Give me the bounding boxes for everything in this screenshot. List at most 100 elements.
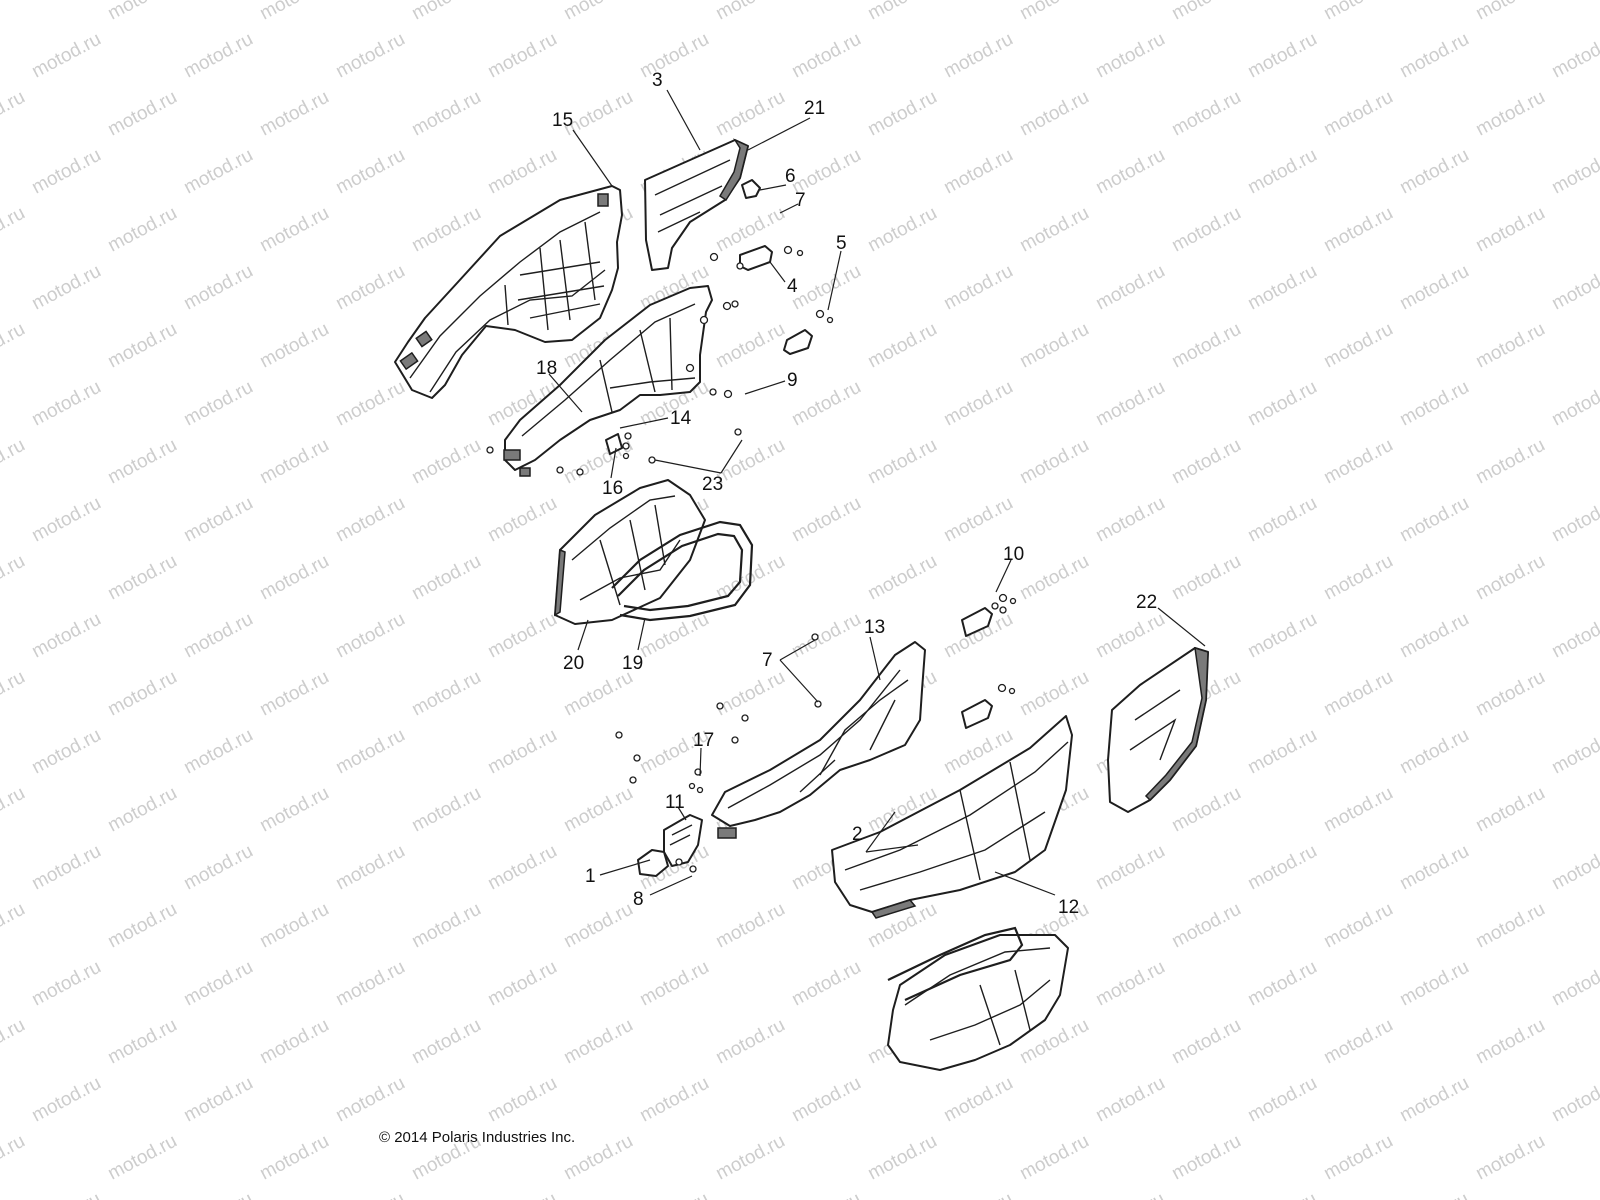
callout-15: 15	[552, 110, 573, 131]
watermark-text: motod.ru	[1548, 841, 1600, 895]
callout-5: 5	[836, 233, 847, 254]
watermark-text: motod.ru	[1168, 435, 1244, 489]
watermark-text: motod.ru	[256, 87, 332, 141]
watermark-text: motod.ru	[1320, 551, 1396, 605]
watermark-text: motod.ru	[28, 145, 104, 199]
callout-16: 16	[602, 478, 623, 499]
watermark-text: motod.ru	[256, 203, 332, 257]
watermark-text: motod.ru	[408, 899, 484, 953]
watermark-text: motod.ru	[1016, 1131, 1092, 1185]
watermark-text: motod.ru	[1092, 957, 1168, 1011]
watermark-text: motod.ru	[28, 1189, 104, 1200]
watermark-text: motod.ru	[28, 841, 104, 895]
watermark-text: motod.ru	[408, 203, 484, 257]
watermark-text: motod.ru	[180, 1073, 256, 1127]
watermark-text: motod.ru	[712, 1015, 788, 1069]
watermark-text: motod.ru	[408, 435, 484, 489]
watermark-text: motod.ru	[332, 957, 408, 1011]
watermark-text: motod.ru	[1244, 1073, 1320, 1127]
watermark-text: motod.ru	[104, 0, 180, 24]
watermark-text: motod.ru	[1016, 319, 1092, 373]
watermark-text: motod.ru	[1016, 435, 1092, 489]
watermark-text: motod.ru	[1244, 377, 1320, 431]
callout-10: 10	[1003, 544, 1024, 565]
watermark-text: motod.ru	[408, 667, 484, 721]
callout-6: 6	[785, 166, 796, 187]
watermark-text: motod.ru	[1396, 957, 1472, 1011]
watermark-text: motod.ru	[104, 319, 180, 373]
watermark-text: motod.ru	[408, 783, 484, 837]
watermark-text: motod.ru	[788, 1073, 864, 1127]
watermark-text: motod.ru	[788, 957, 864, 1011]
watermark-text: motod.ru	[0, 435, 29, 489]
watermark-text: motod.ru	[1320, 667, 1396, 721]
watermark-text: motod.ru	[940, 145, 1016, 199]
watermark-text: motod.ru	[28, 957, 104, 1011]
watermark-text: motod.ru	[864, 551, 940, 605]
watermark-text: motod.ru	[712, 0, 788, 24]
watermark-text: motod.ru	[864, 1131, 940, 1185]
callout-7b: 7	[762, 650, 773, 671]
watermark-text: motod.ru	[0, 551, 29, 605]
watermark-text: motod.ru	[104, 667, 180, 721]
watermark-text: motod.ru	[180, 29, 256, 83]
watermark-text: motod.ru	[1244, 145, 1320, 199]
callout-12: 12	[1058, 897, 1079, 918]
watermark-text: motod.ru	[256, 783, 332, 837]
watermark-text: motod.ru	[1472, 551, 1548, 605]
watermark-text: motod.ru	[1396, 1073, 1472, 1127]
watermark-text: motod.ru	[1244, 261, 1320, 315]
leader-lines	[548, 89, 1206, 896]
watermark-text: motod.ru	[1320, 1131, 1396, 1185]
watermark-text: motod.ru	[1472, 1015, 1548, 1069]
watermark-text: motod.ru	[332, 841, 408, 895]
watermark-text: motod.ru	[1548, 957, 1600, 1011]
watermark-text: motod.ru	[332, 145, 408, 199]
watermark-text: motod.ru	[940, 261, 1016, 315]
watermark-text: motod.ru	[484, 145, 560, 199]
watermark-text: motod.ru	[180, 261, 256, 315]
watermark-text: motod.ru	[712, 319, 788, 373]
watermark-text: motod.ru	[1472, 203, 1548, 257]
watermark-text: motod.ru	[1320, 435, 1396, 489]
watermark-text: motod.ru	[864, 87, 940, 141]
watermark-text: motod.ru	[940, 1189, 1016, 1200]
watermark-text: motod.ru	[256, 0, 332, 24]
watermark-text: motod.ru	[1548, 1073, 1600, 1127]
watermark-text: motod.ru	[28, 725, 104, 779]
watermark-text: motod.ru	[636, 1073, 712, 1127]
watermark-text: motod.ru	[864, 319, 940, 373]
watermark-text: motod.ru	[560, 899, 636, 953]
upper-door-tube-icon	[611, 520, 754, 622]
watermark-text: motod.ru	[1092, 493, 1168, 547]
watermark-text: motod.ru	[1244, 1189, 1320, 1200]
watermark-text: motod.ru	[1320, 0, 1396, 24]
watermark-text: motod.ru	[788, 493, 864, 547]
callout-3: 3	[652, 70, 663, 91]
watermark-text: motod.ru	[1548, 29, 1600, 83]
watermark-text: motod.ru	[1092, 1073, 1168, 1127]
watermark-text: motod.ru	[788, 29, 864, 83]
watermark-text: motod.ru	[1396, 493, 1472, 547]
watermark-text: motod.ru	[256, 1015, 332, 1069]
watermark-text: motod.ru	[1244, 957, 1320, 1011]
watermark-text: motod.ru	[0, 783, 29, 837]
watermark-text: motod.ru	[1244, 609, 1320, 663]
callout-9: 9	[787, 370, 798, 391]
watermark-text: motod.ru	[0, 899, 29, 953]
watermark-text: motod.ru	[408, 0, 484, 24]
watermark-text: motod.ru	[1168, 203, 1244, 257]
watermark-text: motod.ru	[560, 0, 636, 24]
watermark-text: motod.ru	[1548, 377, 1600, 431]
watermark-text: motod.ru	[256, 435, 332, 489]
hinge-icon	[961, 607, 993, 729]
watermark-text: motod.ru	[1472, 0, 1548, 24]
watermark-text: motod.ru	[28, 29, 104, 83]
watermark-text: motod.ru	[28, 261, 104, 315]
watermark-text: motod.ru	[1472, 1131, 1548, 1185]
watermark-text: motod.ru	[788, 1189, 864, 1200]
watermark-text: motod.ru	[0, 1131, 29, 1185]
watermark-text: motod.ru	[1548, 609, 1600, 663]
watermark-text: motod.ru	[1244, 493, 1320, 547]
